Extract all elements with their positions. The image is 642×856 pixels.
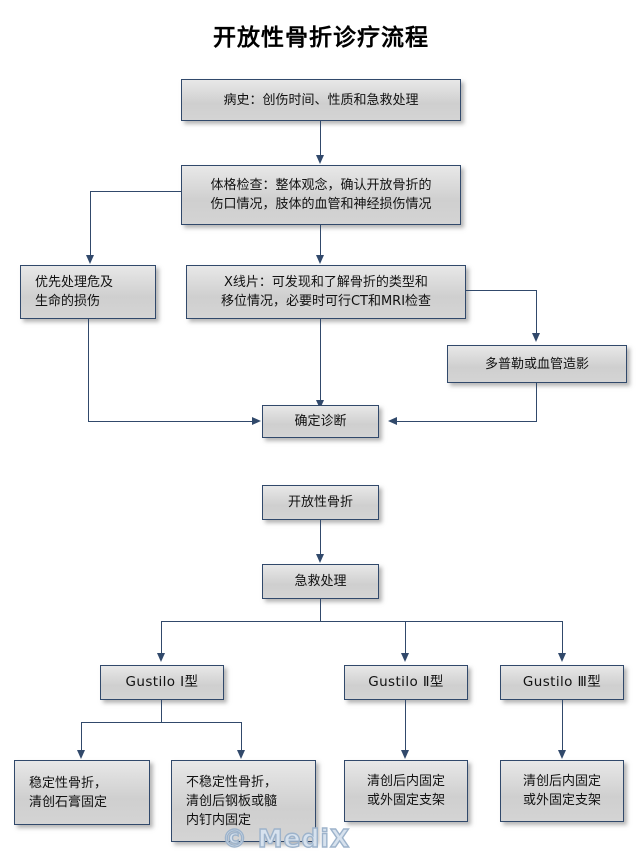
arrowhead-gustilo3-to-treatment xyxy=(558,750,566,759)
node-xray[interactable]: X线片：可发现和了解骨折的类型和 移位情况，必要时可行CT和MRI检查 xyxy=(186,265,466,319)
connector-emergency-split-stem xyxy=(320,599,321,621)
connector-gustilo1-to-stable xyxy=(81,722,82,755)
arrowhead-gustilo1-to-unstable xyxy=(237,750,245,759)
connector-xray-to-doppler-v xyxy=(536,290,537,338)
node-emergency-care[interactable]: 急救处理 xyxy=(262,564,379,599)
connector-exam-to-lifethreat-h xyxy=(90,191,182,192)
node-unstable-fracture-treatment[interactable]: 不稳定性骨折， 清创后钢板或髓 内钉内固定 xyxy=(171,760,316,842)
node-diagnosis[interactable]: 确定诊断 xyxy=(262,405,379,438)
arrowhead-exam-to-lifethreat xyxy=(86,255,94,264)
connector-emergency-split-bar xyxy=(161,621,562,622)
connector-gustilo1-split-stem xyxy=(161,700,162,722)
arrowhead-doppler-to-diagnosis xyxy=(388,417,397,425)
arrowhead-gustilo1-to-stable xyxy=(77,750,85,759)
connector-split-to-gustilo2 xyxy=(405,621,406,658)
connector-gustilo2-to-treatment xyxy=(405,700,406,755)
node-gustilo3-treatment[interactable]: 清创后内固定 或外固定支架 xyxy=(500,760,624,822)
node-doppler[interactable]: 多普勒或血管造影 xyxy=(447,345,627,383)
node-gustilo-1[interactable]: Gustilo Ⅰ型 xyxy=(100,665,224,700)
arrowhead-split-to-gustilo3 xyxy=(558,653,566,662)
node-physical-exam[interactable]: 体格检查：整体观念，确认开放骨折的 伤口情况，肢体的血管和神经损伤情况 xyxy=(181,165,461,225)
node-gustilo2-treatment[interactable]: 清创后内固定 或外固定支架 xyxy=(344,760,468,822)
connector-gustilo1-to-unstable xyxy=(241,722,242,755)
arrowhead-lifethreat-to-diagnosis xyxy=(252,417,261,425)
node-gustilo-3[interactable]: Gustilo Ⅲ型 xyxy=(500,665,624,700)
arrowhead-gustilo2-to-treatment xyxy=(401,750,409,759)
connector-openfracture-to-emergency xyxy=(320,520,321,558)
arrowhead-xray-to-doppler xyxy=(532,333,540,342)
node-life-threat[interactable]: 优先处理危及 生命的损伤 xyxy=(20,265,156,319)
connector-doppler-to-diagnosis-v xyxy=(536,383,537,422)
node-gustilo-2[interactable]: Gustilo Ⅱ型 xyxy=(344,665,468,700)
arrowhead-exam-to-xray xyxy=(316,255,324,264)
arrowhead-xray-to-diagnosis xyxy=(316,400,324,409)
page-title: 开放性骨折诊疗流程 xyxy=(213,25,429,51)
connector-lifethreat-to-diagnosis-h xyxy=(88,421,254,422)
connector-split-to-gustilo3 xyxy=(562,621,563,658)
arrowhead-history-to-exam xyxy=(316,155,324,164)
arrowhead-openfracture-to-emergency xyxy=(316,554,324,563)
arrowhead-split-to-gustilo2 xyxy=(401,653,409,662)
connector-exam-to-lifethreat-v xyxy=(90,191,91,258)
connector-lifethreat-to-diagnosis-v xyxy=(88,319,89,422)
connector-gustilo3-to-treatment xyxy=(562,700,563,755)
connector-xray-to-diagnosis xyxy=(320,319,321,404)
arrowhead-split-to-gustilo1 xyxy=(157,653,165,662)
watermark: © MediX xyxy=(221,823,351,853)
connector-doppler-to-diagnosis-h xyxy=(397,421,537,422)
connector-xray-to-doppler-h xyxy=(466,290,537,291)
connector-history-to-exam xyxy=(320,121,321,158)
connector-split-to-gustilo1 xyxy=(161,621,162,658)
node-history[interactable]: 病史：创伤时间、性质和急救处理 xyxy=(181,79,461,121)
connector-exam-to-xray xyxy=(320,225,321,262)
node-open-fracture[interactable]: 开放性骨折 xyxy=(262,485,379,520)
connector-gustilo1-split-bar xyxy=(81,722,242,723)
node-stable-fracture-treatment[interactable]: 稳定性骨折， 清创石膏固定 xyxy=(14,760,150,825)
